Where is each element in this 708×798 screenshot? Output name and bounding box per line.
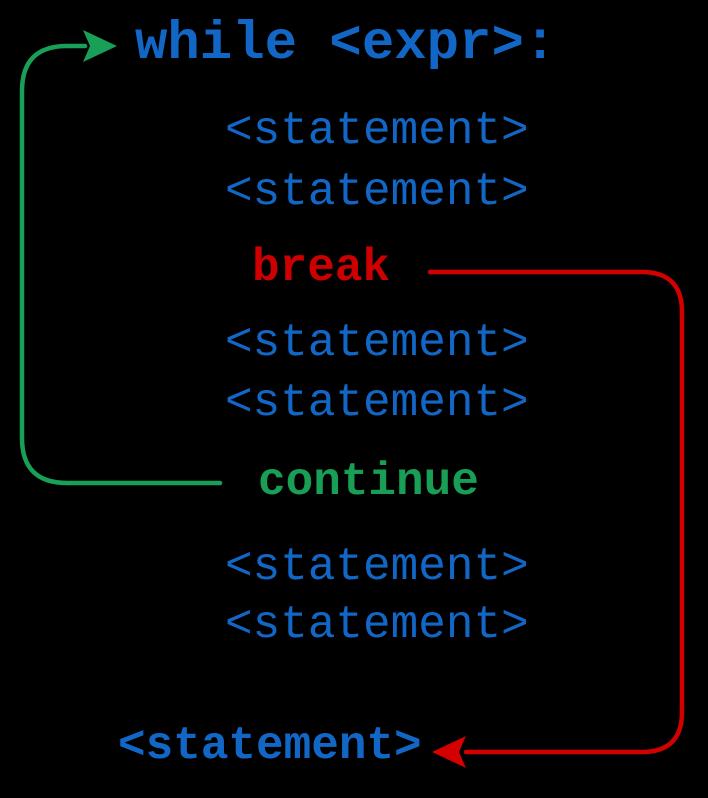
loop-statement: <statement> bbox=[225, 317, 529, 369]
break-keyword: break bbox=[252, 242, 391, 294]
loop-statement: <statement> bbox=[225, 599, 529, 651]
break-arrow bbox=[427, 269, 685, 768]
after-loop-statement: <statement> bbox=[118, 720, 422, 772]
continue-keyword: continue bbox=[258, 456, 479, 508]
break-arrow-path bbox=[427, 269, 685, 755]
continue-arrow bbox=[19, 30, 223, 486]
loop-statement: <statement> bbox=[225, 541, 529, 593]
loop-statement: <statement> bbox=[225, 166, 529, 218]
continue-arrow-path bbox=[19, 43, 223, 486]
loop-statement: <statement> bbox=[225, 377, 529, 429]
arrowhead-left-icon bbox=[432, 736, 466, 768]
arrowhead-right-icon bbox=[83, 30, 117, 62]
loop-statement: <statement> bbox=[225, 105, 529, 157]
while-header: while <expr>: bbox=[135, 14, 557, 75]
